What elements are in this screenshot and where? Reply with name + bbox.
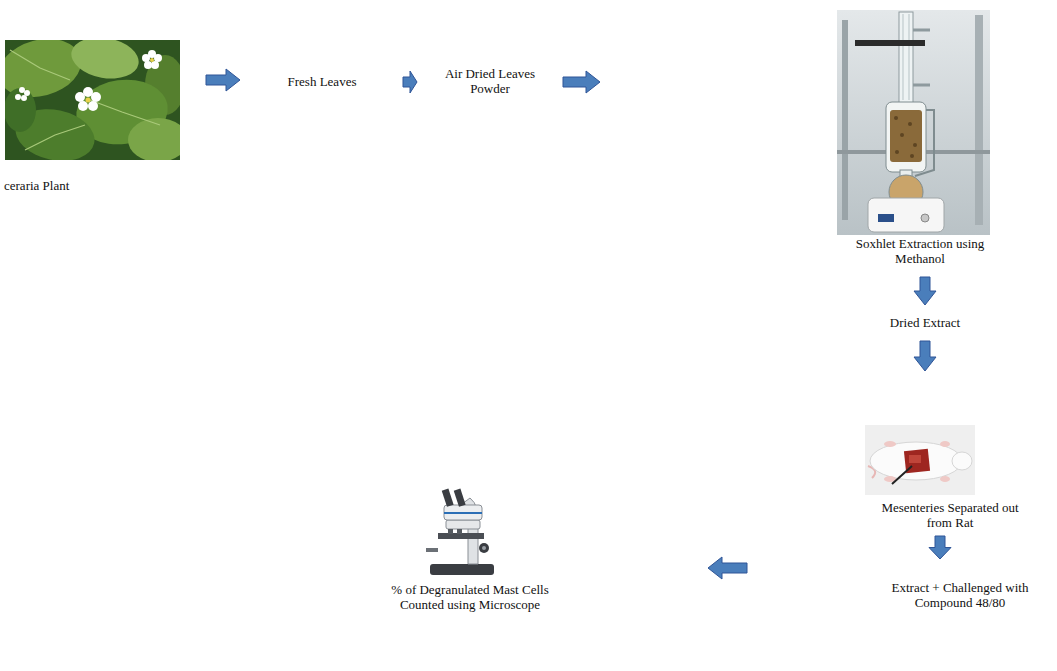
microscope-picture-part bbox=[446, 520, 480, 529]
block-arrow bbox=[206, 69, 240, 91]
soxhlet-photo bbox=[837, 10, 990, 235]
rat-photo-part bbox=[870, 442, 962, 480]
plant-photo-part bbox=[144, 61, 152, 69]
block-arrow bbox=[708, 557, 747, 579]
soxhlet-photo-part bbox=[878, 214, 894, 222]
plant-photo-part bbox=[128, 118, 180, 160]
soxhlet-photo-part bbox=[909, 14, 910, 100]
plant-photo-part bbox=[75, 92, 85, 102]
plant-photo-part bbox=[151, 61, 159, 69]
step-label: Air Dried Leaves Powder bbox=[434, 66, 546, 96]
step-label: Soxhlet Extraction using Methanol bbox=[854, 236, 986, 266]
step-label: Extract + Challenged with Compound 48/80 bbox=[873, 580, 1047, 610]
rat-photo bbox=[865, 425, 975, 495]
rat-photo-part bbox=[940, 476, 950, 482]
rat-photo-part bbox=[909, 455, 921, 463]
process-step: Soxhlet Extraction using Methanol bbox=[603, 8, 1023, 274]
plant-photo-part bbox=[154, 54, 162, 62]
process-step: Extract + Challenged with Compound 48/80 bbox=[750, 562, 1050, 624]
picture-caption: ceraria Plant bbox=[4, 178, 154, 193]
soxhlet-photo-part bbox=[842, 20, 848, 220]
block-arrow bbox=[563, 71, 600, 93]
plant-photo bbox=[5, 40, 180, 160]
process-step: % of Degranulated Mast Cells Counted usi… bbox=[370, 478, 705, 623]
microscope-picture-part bbox=[426, 548, 438, 552]
block-arrow bbox=[914, 341, 936, 371]
microscope-picture-part bbox=[457, 529, 462, 534]
plant-photo-part bbox=[91, 92, 101, 102]
plant-photo-part bbox=[21, 95, 27, 101]
microscope-picture-part bbox=[479, 543, 489, 553]
rat-photo-part bbox=[865, 425, 975, 495]
soxhlet-photo-part bbox=[913, 143, 917, 147]
step-label: Dried Extract bbox=[873, 315, 978, 330]
soxhlet-photo-part bbox=[921, 214, 929, 222]
plant-photo-part bbox=[142, 54, 150, 62]
block-arrow bbox=[403, 71, 417, 93]
soxhlet-photo-part bbox=[886, 102, 926, 172]
soxhlet-photo-part bbox=[975, 15, 983, 225]
plant-photo-part bbox=[68, 40, 142, 84]
microscope-picture-part bbox=[482, 546, 486, 550]
soxhlet-photo-part bbox=[855, 40, 925, 46]
microscope-picture-part bbox=[430, 564, 494, 575]
rat-photo-part bbox=[952, 452, 972, 470]
rat-photo-part bbox=[940, 441, 950, 447]
plant-photo-part bbox=[19, 87, 25, 93]
soxhlet-photo-part bbox=[915, 110, 934, 176]
process-step: Dried Extract bbox=[870, 308, 980, 338]
soxhlet-photo-part bbox=[903, 14, 904, 100]
soxhlet-photo-part bbox=[899, 12, 913, 104]
plant-photo-part bbox=[15, 50, 162, 111]
soxhlet-photo-part bbox=[895, 150, 899, 154]
block-arrow bbox=[914, 277, 936, 305]
step-label: % of Degranulated Mast Cells Counted usi… bbox=[372, 582, 568, 612]
soxhlet-photo-part bbox=[837, 10, 990, 235]
soxhlet-photo-part bbox=[908, 122, 912, 126]
soxhlet-photo-part bbox=[868, 198, 944, 232]
soxhlet-photo-part bbox=[894, 116, 917, 158]
microscope-picture-part bbox=[444, 512, 482, 514]
process-step: Mesenteries Separated out from Rat bbox=[850, 374, 1050, 533]
microscope-picture-part bbox=[444, 505, 482, 520]
process-step: Air Dried Leaves Powder bbox=[420, 58, 560, 106]
rat-photo-part bbox=[892, 466, 912, 484]
plant-photo-part bbox=[86, 98, 91, 103]
block-arrow bbox=[929, 536, 951, 559]
plant-photo-part bbox=[15, 94, 21, 100]
plant-photo-part bbox=[24, 90, 30, 96]
plant-photo-part bbox=[88, 101, 98, 111]
process-step: Fresh Leaves bbox=[243, 60, 400, 104]
soxhlet-photo-part bbox=[890, 110, 922, 162]
soxhlet-photo-part bbox=[900, 133, 904, 137]
microscope-picture-part bbox=[454, 488, 466, 506]
plant-photo-part bbox=[78, 101, 88, 111]
plant-photo-part bbox=[5, 88, 36, 132]
soxhlet-photo-part bbox=[894, 116, 898, 120]
rat-photo-part bbox=[884, 441, 896, 447]
microscope-picture-part bbox=[442, 488, 454, 506]
soxhlet-photo-part bbox=[910, 154, 914, 158]
microscope-picture bbox=[426, 488, 494, 575]
plant-photo-part bbox=[150, 58, 154, 62]
plant-photo-part bbox=[10, 50, 160, 150]
microscope-picture-part bbox=[448, 529, 453, 534]
step-label: Mesenteries Separated out from Rat bbox=[878, 500, 1023, 530]
step-label: Fresh Leaves bbox=[267, 74, 377, 89]
soxhlet-photo-part bbox=[913, 30, 930, 85]
process-step: ceraria Plant bbox=[3, 40, 203, 200]
